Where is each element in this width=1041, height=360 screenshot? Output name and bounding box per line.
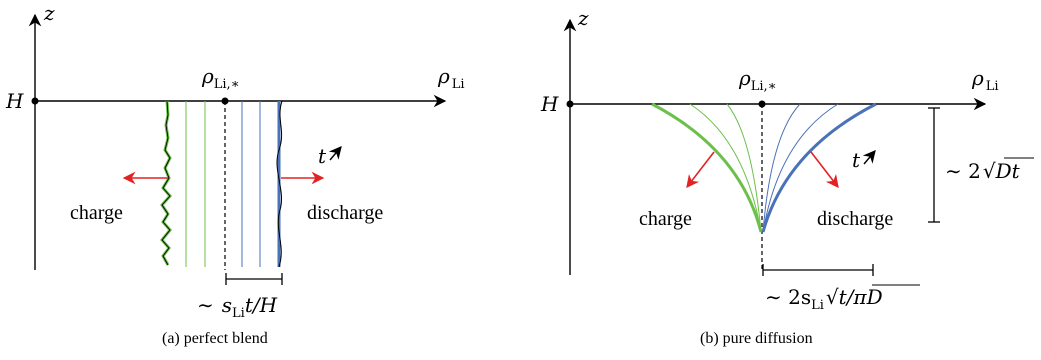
discharge-front-wavy xyxy=(276,100,283,268)
discharge-label-b: discharge xyxy=(817,208,893,230)
charge-label-b: charge xyxy=(639,208,692,230)
t-label-a: t xyxy=(318,144,327,168)
h-point-b xyxy=(566,100,574,108)
t-label-b: t xyxy=(852,148,861,172)
width-label-a: ∼sLit/H xyxy=(197,293,278,321)
discharge-curve-2 xyxy=(762,103,839,233)
rho-star-label-a: ρLi,∗ xyxy=(201,64,240,92)
t-arrow-b xyxy=(862,150,876,165)
rho-star-label-b: ρLi,∗ xyxy=(738,66,777,94)
caption-b: (b) pure diffusion xyxy=(700,330,813,347)
discharge-arrow-b xyxy=(810,151,839,189)
discharge-label-a: discharge xyxy=(307,202,383,224)
charge-front-jagged-outline xyxy=(161,100,171,266)
h-label-a: H xyxy=(5,89,24,113)
charge-curve-2 xyxy=(689,103,762,233)
h-label-b: H xyxy=(540,92,559,116)
discharge-curve-thick xyxy=(761,102,877,233)
charge-curve-3 xyxy=(726,103,762,233)
width-label-b: ∼ 2sLi√t/πD xyxy=(765,285,883,313)
z-label-b: z xyxy=(577,6,589,30)
charge-label-a: charge xyxy=(70,202,123,224)
z-label-a: z xyxy=(43,1,55,25)
charge-arrow-b xyxy=(686,151,715,189)
discharge-curve-3 xyxy=(762,103,801,233)
height-label-b: ∼ 2√Dt xyxy=(945,159,1021,183)
charge-curve-thick xyxy=(651,102,763,233)
caption-a: (a) perfect blend xyxy=(162,330,268,347)
t-arrow-a xyxy=(328,146,342,161)
h-point-a xyxy=(31,97,39,105)
